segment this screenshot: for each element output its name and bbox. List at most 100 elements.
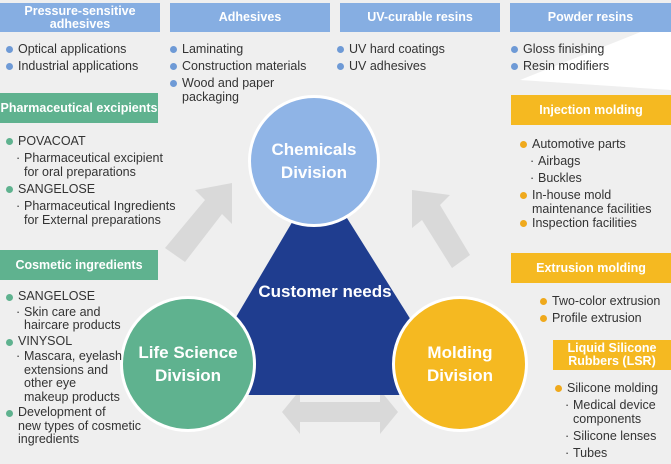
list-item-continued: maintenance facilities xyxy=(520,202,671,216)
item-text: Medical device xyxy=(573,398,656,412)
middot-icon: · xyxy=(530,171,535,185)
powder-resins-header: Powder resins xyxy=(510,3,671,32)
item-text: haircare products xyxy=(24,318,121,332)
list-item: In-house mold xyxy=(520,188,671,202)
item-text: extensions and xyxy=(24,362,109,377)
list-item: Automotive parts xyxy=(520,137,671,151)
item-text: Silicone lenses xyxy=(573,429,657,443)
list-item: Two-color extrusion xyxy=(540,294,671,308)
list-subitem-continued: makeup products xyxy=(6,389,166,405)
item-text: Industrial applications xyxy=(18,59,139,73)
bullet-icon xyxy=(6,63,13,70)
list-subitem-continued: for External preparations xyxy=(6,213,206,227)
list-item: UV hard coatings xyxy=(337,42,502,56)
list-item: SANGELOSE xyxy=(6,289,166,304)
item-text: maintenance facilities xyxy=(532,202,652,216)
item-text: other eye xyxy=(24,376,77,390)
list-item: VINYSOL xyxy=(6,333,166,349)
item-text: Airbags xyxy=(538,154,581,168)
item-text: In-house mold xyxy=(532,188,612,202)
life-science-division-line2: Division xyxy=(154,366,222,385)
list-item: Optical applications xyxy=(6,42,166,56)
adhesives-header: Adhesives xyxy=(170,3,330,32)
middot-icon: · xyxy=(565,446,570,460)
list-item: Silicone molding xyxy=(555,381,671,395)
list-subitem: ·Airbags xyxy=(520,154,671,168)
list-subitem: ·Pharmaceutical Ingredients xyxy=(6,199,206,213)
item-text: Resin modifiers xyxy=(523,59,610,73)
lsr-list: Silicone molding ·Medical device compone… xyxy=(555,381,671,463)
list-subitem-continued: haircare products xyxy=(6,318,166,333)
item-text: Mascara, eyelash xyxy=(24,349,122,363)
list-item: Industrial applications xyxy=(6,59,166,73)
item-text: Silicone molding xyxy=(567,381,659,395)
item-text: for oral preparations xyxy=(24,165,136,179)
item-text: Development of xyxy=(18,405,106,419)
bullet-icon xyxy=(511,63,518,70)
injection-list: Automotive parts ·Airbags ·Buckles In-ho… xyxy=(520,137,671,233)
list-item: POVACOAT xyxy=(6,134,206,148)
item-text: Two-color extrusion xyxy=(552,294,661,308)
item-text: for External preparations xyxy=(24,213,161,227)
pressure-sensitive-list: Optical applications Industrial applicat… xyxy=(6,42,166,76)
extrusion-molding-header: Extrusion molding xyxy=(511,253,671,283)
bullet-icon xyxy=(170,80,177,87)
uv-curable-header: UV-curable resins xyxy=(340,3,500,32)
pressure-sensitive-header-line2: adhesives xyxy=(49,16,111,31)
list-subitem: ·Skin care and xyxy=(6,304,166,320)
item-text: new types of cosmetic xyxy=(18,418,141,433)
item-text: Gloss finishing xyxy=(523,42,605,56)
list-subitem: ·Medical device xyxy=(555,398,671,412)
bullet-icon xyxy=(520,192,527,199)
list-subitem: ·Silicone lenses xyxy=(555,429,671,443)
bullet-icon xyxy=(520,220,527,227)
bullet-icon xyxy=(337,46,344,53)
arrow-chem-life xyxy=(165,183,232,262)
pressure-sensitive-header: Pressure-sensitive adhesives xyxy=(0,3,160,32)
chemicals-division-line1: Chemicals xyxy=(271,140,357,159)
bullet-icon xyxy=(170,63,177,70)
item-text: Skin care and xyxy=(24,304,101,319)
molding-division-line1: Molding xyxy=(427,343,493,362)
item-text: VINYSOL xyxy=(18,333,73,348)
list-subitem-continued: other eye xyxy=(6,376,166,391)
adhesives-list: Laminating Construction materials Wood a… xyxy=(170,42,335,107)
item-text: packaging xyxy=(182,90,239,104)
list-item: Gloss finishing xyxy=(511,42,669,56)
item-text: Pharmaceutical excipient xyxy=(24,151,163,165)
bullet-icon xyxy=(511,46,518,53)
item-text: UV adhesives xyxy=(349,59,427,73)
middot-icon: · xyxy=(16,199,21,213)
list-subitem: ·Buckles xyxy=(520,171,671,185)
middot-icon: · xyxy=(565,398,570,412)
list-item: SANGELOSE xyxy=(6,182,206,196)
bullet-icon xyxy=(6,294,13,301)
middot-icon: · xyxy=(530,154,535,168)
item-text: makeup products xyxy=(24,389,120,404)
middot-icon: · xyxy=(16,304,21,319)
list-subitem-continued: for oral preparations xyxy=(6,165,206,179)
item-text: Buckles xyxy=(538,171,582,185)
bullet-icon xyxy=(6,138,13,145)
arrow-life-molding xyxy=(282,390,398,434)
list-subitem: ·Mascara, eyelash xyxy=(6,349,166,364)
lsr-header-line2: Rubbers (LSR) xyxy=(568,354,656,368)
item-text: Construction materials xyxy=(182,59,307,73)
list-item-continued: packaging xyxy=(170,90,335,104)
cosmetic-list: SANGELOSE ·Skin care and haircare produc… xyxy=(6,289,166,450)
list-item: UV adhesives xyxy=(337,59,502,73)
list-item: Profile extrusion xyxy=(540,311,671,325)
list-item: Resin modifiers xyxy=(511,59,669,73)
item-text: components xyxy=(573,412,642,426)
pressure-sensitive-header-line1: Pressure-sensitive xyxy=(24,3,136,18)
bullet-icon xyxy=(520,141,527,148)
item-text: UV hard coatings xyxy=(349,42,445,56)
bullet-icon xyxy=(170,46,177,53)
cosmetic-ingredients-header: Cosmetic ingredients xyxy=(0,250,158,280)
list-item-continued: ingredients xyxy=(6,432,166,447)
lsr-header: Liquid Silicone Rubbers (LSR) xyxy=(553,340,671,370)
middot-icon: · xyxy=(16,151,21,165)
